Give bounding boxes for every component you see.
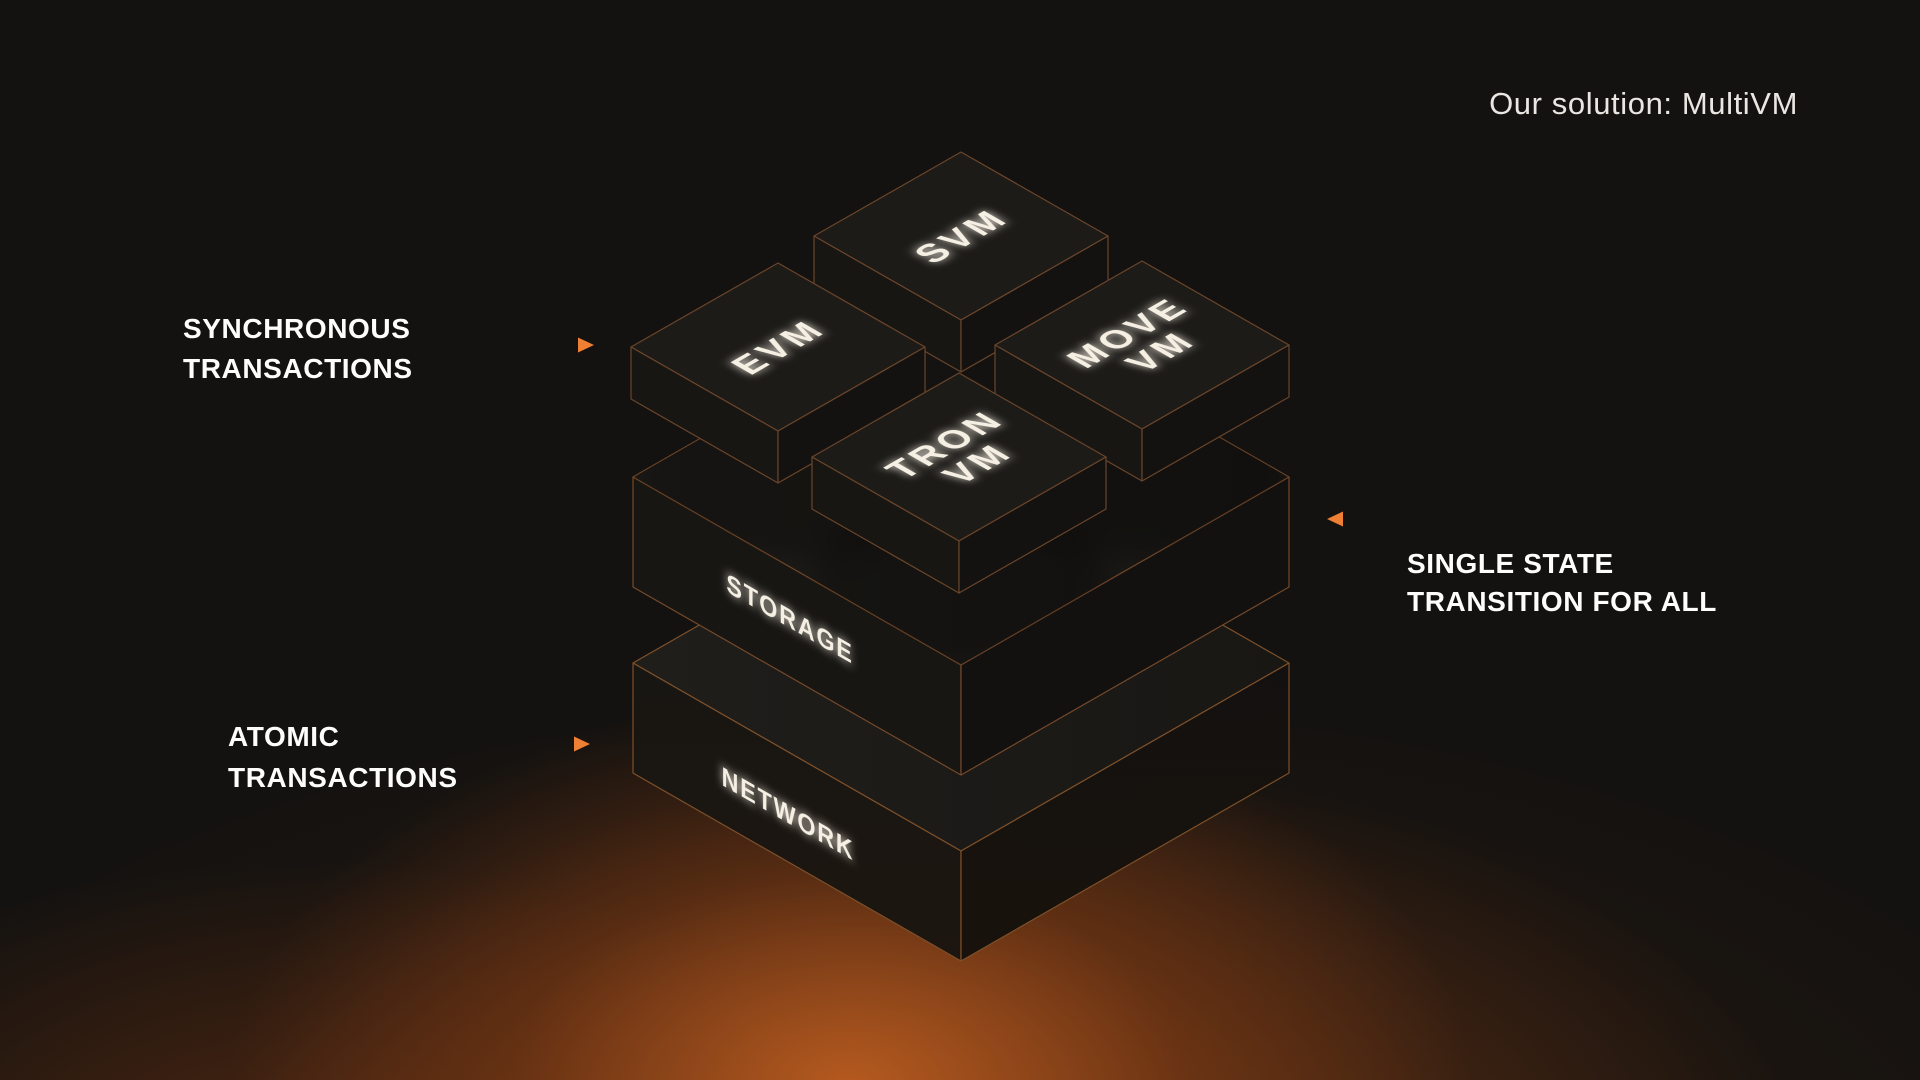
storage-right-face: [960, 476, 1290, 776]
single-state-arrow: [1327, 511, 1478, 527]
svm-right-face: [960, 235, 1109, 373]
evm-right-face: [777, 346, 926, 484]
single-state-line2: TRANSITION FOR ALL: [1407, 586, 1717, 617]
atomic-transactions-label: ATOMIC TRANSACTIONS: [228, 716, 458, 798]
tron-vm-right-face: [958, 456, 1107, 594]
synchronous-line1: SYNCHRONOUS: [183, 313, 411, 344]
slide-title: Our solution: MultiVM: [1489, 86, 1798, 121]
single-state-line1: SINGLE STATE: [1407, 548, 1614, 579]
single-state-transition-label: SINGLE STATE TRANSITION FOR ALL: [1407, 545, 1717, 621]
move-vm-right-face: [1141, 344, 1290, 482]
vm-block-tron-vm: [811, 372, 1107, 594]
atomic-line1: ATOMIC: [228, 721, 340, 752]
network-right-face: [960, 662, 1290, 962]
atomic-line2: TRANSACTIONS: [228, 762, 458, 793]
synchronous-arrowhead-icon: [578, 337, 594, 353]
atomic-arrowhead-icon: [574, 736, 590, 752]
synchronous-transactions-label: SYNCHRONOUS TRANSACTIONS: [183, 309, 413, 389]
vm-block-evm: [630, 262, 926, 484]
atomic-arrow: [446, 736, 590, 752]
synchronous-arrow: [443, 337, 594, 353]
synchronous-line2: TRANSACTIONS: [183, 353, 413, 384]
vm-block-svm: [813, 151, 1109, 373]
vm-block-move-vm: [994, 260, 1290, 482]
single-state-arrowhead-icon: [1327, 511, 1343, 527]
